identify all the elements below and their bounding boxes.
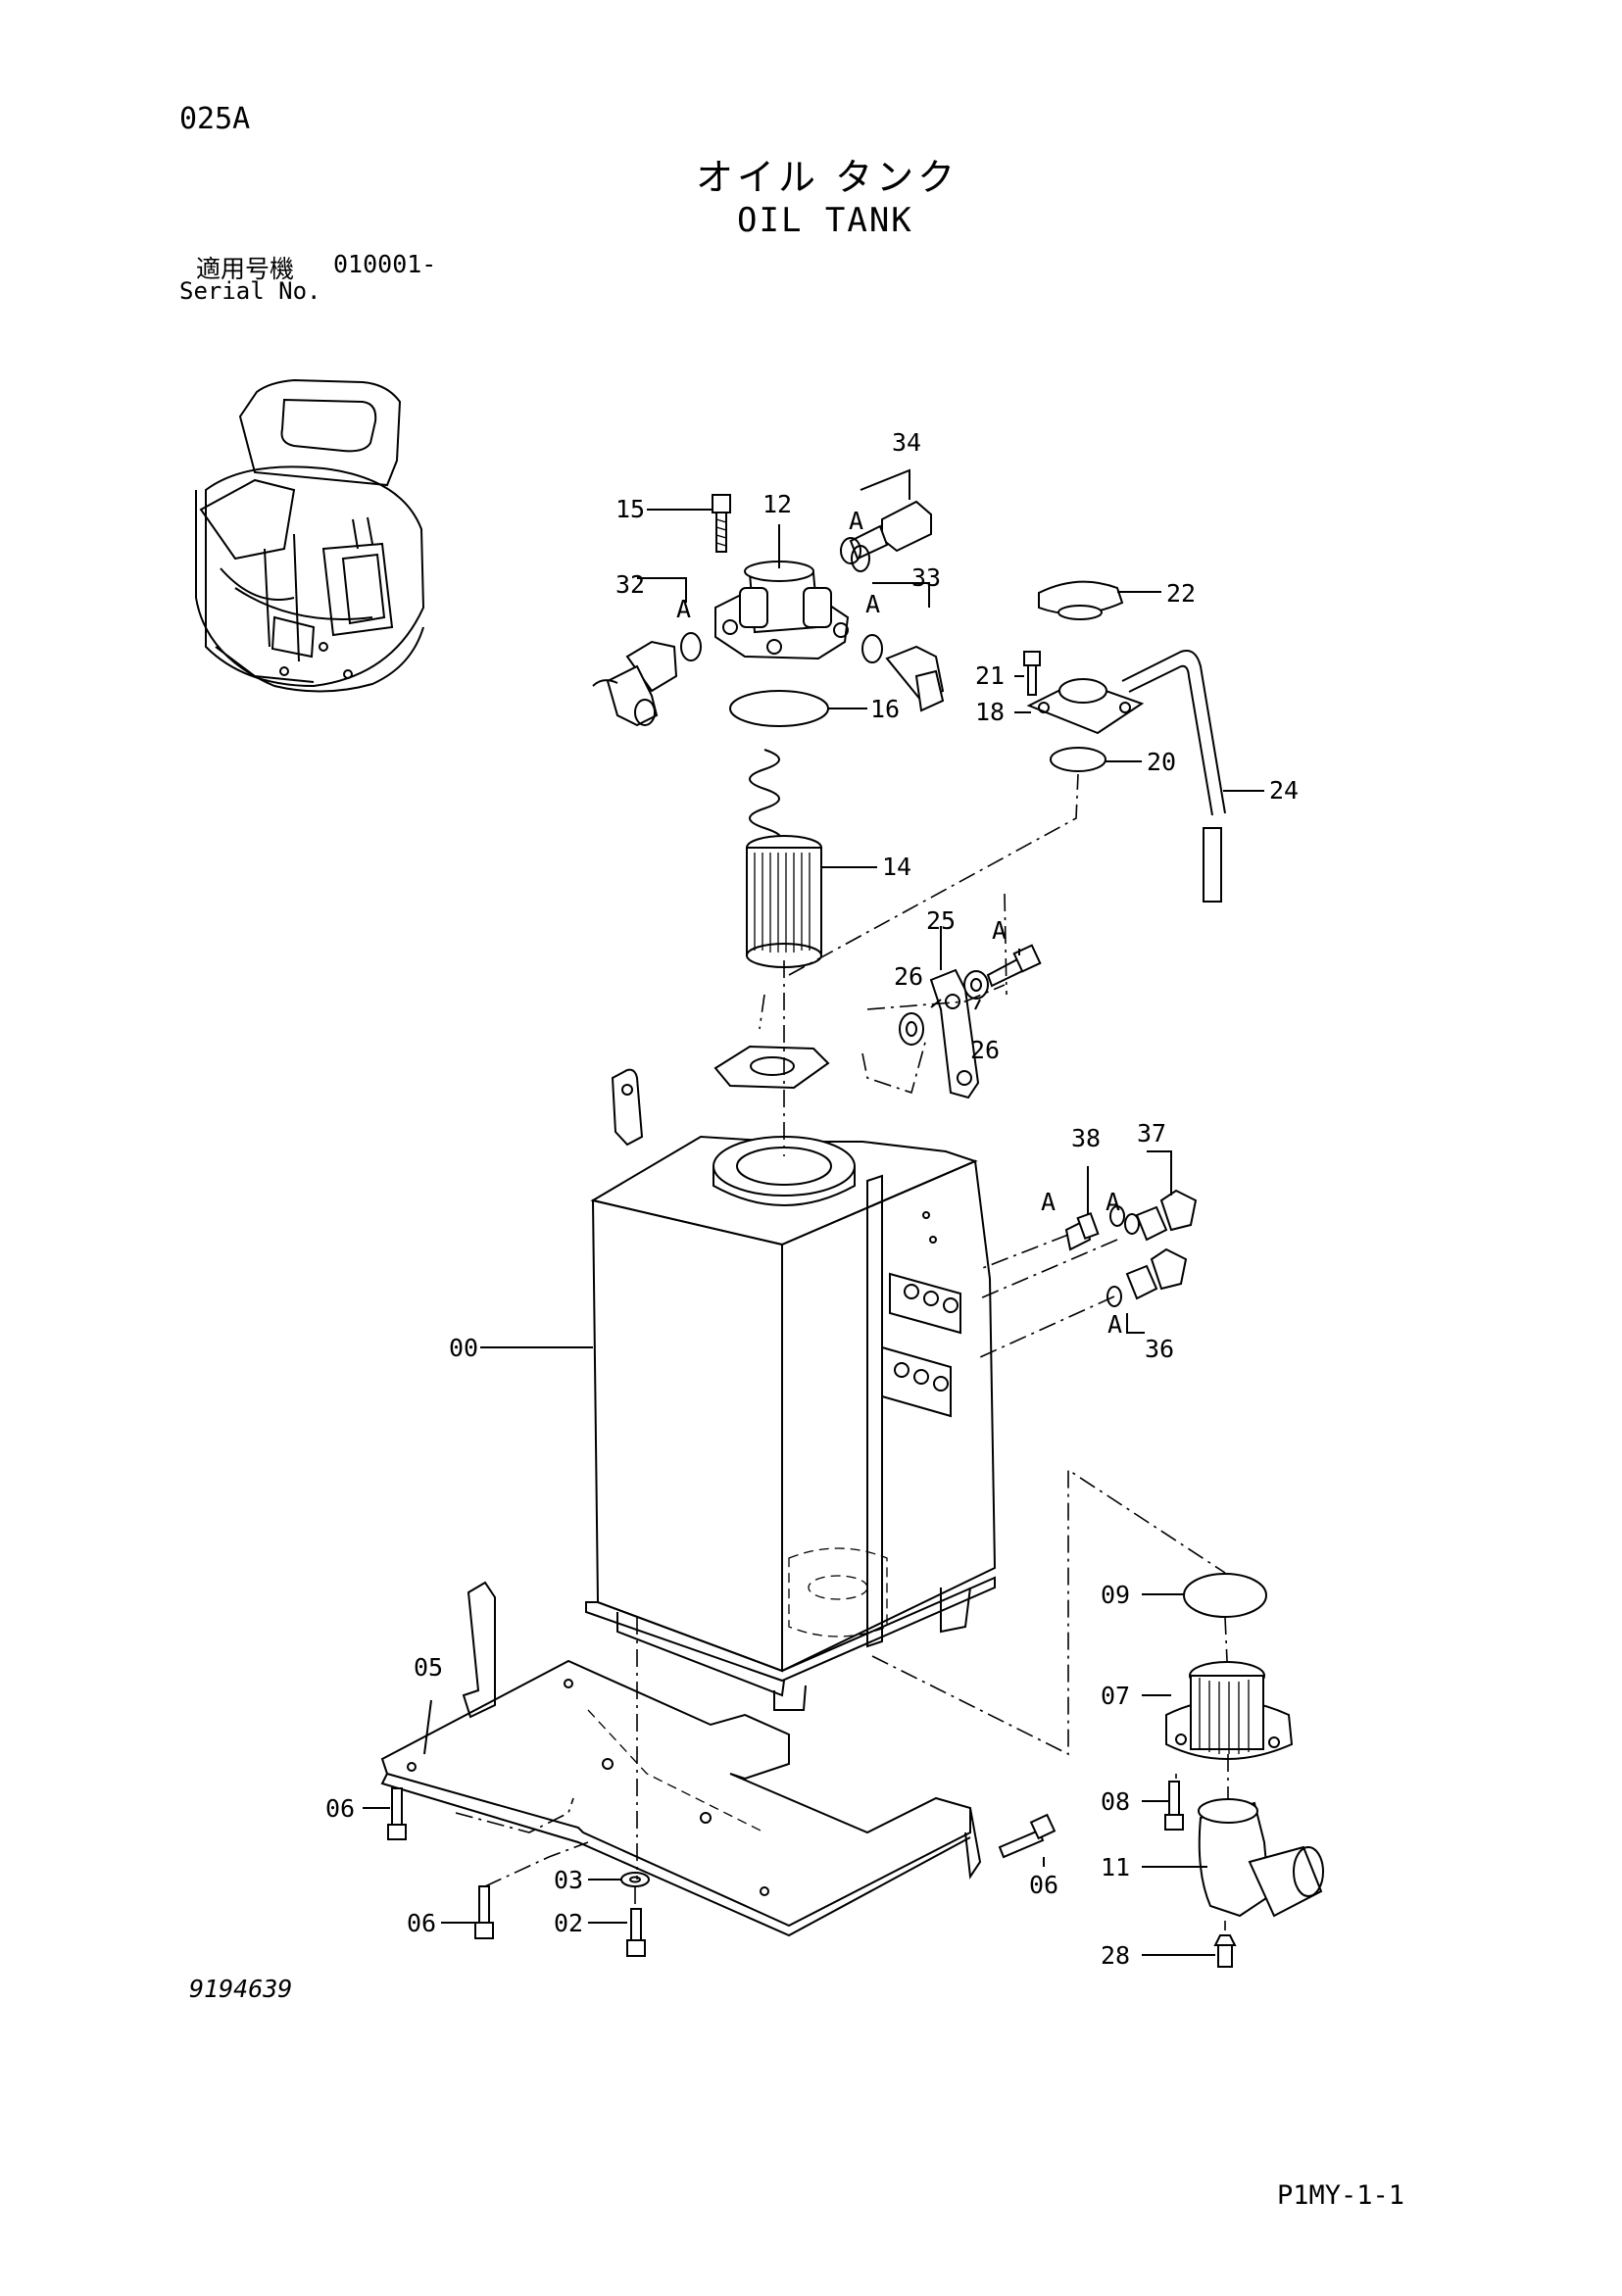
callout-00: 00 [449, 1334, 478, 1362]
callout-11: 11 [1101, 1853, 1130, 1881]
callout-06a: 06 [325, 1794, 355, 1823]
marker-a-4: A [992, 916, 1007, 945]
callout-06b: 06 [1029, 1871, 1058, 1899]
callout-28: 28 [1101, 1941, 1130, 1970]
callout-20: 20 [1147, 748, 1176, 776]
callout-18: 18 [975, 698, 1005, 726]
washer-26b [963, 970, 989, 1000]
page-reference: P1MY-1-1 [1277, 2180, 1405, 2211]
assembly-centerlines [455, 773, 1229, 1930]
gasket-20 [1050, 747, 1106, 772]
filter-element-14 [746, 749, 822, 968]
marker-a-2: A [676, 595, 691, 623]
breather-cap-22 [1038, 580, 1124, 620]
callout-09: 09 [1101, 1581, 1130, 1609]
callout-38: 38 [1071, 1124, 1101, 1152]
oil-tank-00 [585, 1045, 997, 1711]
elbow-37 [1135, 1189, 1198, 1242]
leader-lines [363, 468, 1264, 1956]
bracket-25 [929, 968, 980, 1099]
callout-08: 08 [1101, 1787, 1130, 1816]
bolt-21 [1023, 651, 1041, 696]
callout-26b: 26 [970, 1036, 1000, 1064]
fitting-34 [840, 500, 932, 564]
machine-overview-illustration [195, 378, 425, 693]
callout-labels: 34 15 12 32 33 22 21 18 16 20 24 14 25 2… [325, 428, 1299, 1970]
callout-33: 33 [911, 563, 941, 592]
plug-28 [1213, 1934, 1237, 1968]
callout-14: 14 [882, 853, 911, 881]
bolt-bracket [986, 944, 1042, 988]
marker-a-7: A [1107, 1310, 1122, 1339]
callout-15: 15 [615, 495, 645, 523]
title-japanese: オイル タンク [696, 156, 959, 199]
callout-03: 03 [554, 1866, 583, 1894]
callout-05: 05 [414, 1653, 443, 1682]
serial-label-japanese: 適用号機 [196, 255, 295, 283]
marker-a-5: A [1041, 1188, 1056, 1216]
base-plate-05 [380, 1581, 982, 1937]
callout-16: 16 [870, 695, 900, 723]
suction-filter-07 [1165, 1661, 1294, 1760]
callout-34: 34 [892, 428, 921, 457]
page-code: 025A [179, 102, 251, 136]
bolt-02 [626, 1908, 646, 1957]
callout-32: 32 [615, 570, 645, 599]
bolt-15 [712, 494, 731, 553]
elbow-36 [1125, 1247, 1188, 1300]
callout-36: 36 [1145, 1335, 1174, 1363]
callout-22: 22 [1166, 579, 1196, 608]
callout-06c: 06 [407, 1909, 436, 1937]
washer-03 [620, 1872, 650, 1887]
flange-18 [1026, 678, 1145, 735]
bolt-06c [998, 1813, 1057, 1859]
serial-number: 010001- [333, 250, 437, 278]
marker-a-1: A [849, 507, 863, 535]
callout-07: 07 [1101, 1682, 1130, 1710]
title-english: OIL TANK [737, 201, 913, 240]
fitting-32 [592, 640, 678, 727]
callout-25: 25 [926, 906, 956, 935]
callout-37: 37 [1137, 1119, 1166, 1148]
callout-12: 12 [762, 490, 792, 518]
fitting-33 [885, 645, 945, 712]
filter-housing-12 [714, 561, 850, 660]
callout-21: 21 [975, 661, 1005, 690]
group-a-markers: A A A A A A A [676, 507, 1122, 1339]
bolt-06a [387, 1787, 407, 1840]
plug-38 [1064, 1211, 1100, 1251]
callout-02: 02 [554, 1909, 583, 1937]
elbow-11 [1198, 1798, 1324, 1918]
marker-a-3: A [865, 590, 880, 618]
callout-26a: 26 [894, 962, 923, 991]
bolt-08 [1164, 1781, 1184, 1831]
callout-24: 24 [1269, 776, 1299, 805]
packing-16 [729, 690, 829, 727]
drawing-number: 9194639 [189, 1975, 293, 2003]
bolt-06b [474, 1885, 494, 1939]
serial-label-english: Serial No. [179, 277, 321, 305]
marker-a-6: A [1106, 1188, 1120, 1216]
washer-26a [899, 1012, 924, 1046]
breather-hose-24 [1121, 650, 1226, 903]
packing-09 [1183, 1573, 1267, 1618]
o-rings [680, 545, 1140, 1307]
